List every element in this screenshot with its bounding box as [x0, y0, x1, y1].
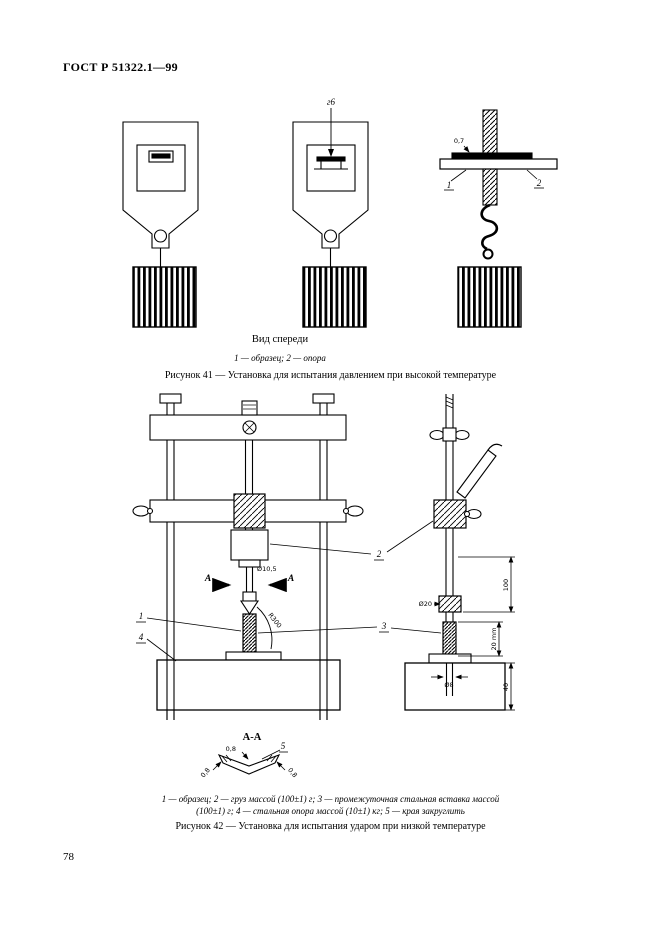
- section-letter-right: А: [287, 574, 294, 584]
- callout-2-leader: [526, 169, 538, 180]
- dim-0-8-left-label: 0,8: [199, 766, 212, 779]
- impact-rig-front-view: [132, 393, 364, 720]
- pressure-device-side-view: [439, 109, 558, 328]
- insert-plate: [225, 651, 282, 661]
- s-hook: [480, 203, 499, 251]
- figure42-drawing: 1 2 3 4 5 А А А-А Ø10,5 R300 Ø20 Ø8 100 …: [132, 393, 515, 779]
- hook-loop: [482, 248, 494, 260]
- callout-2-label: 2: [537, 178, 542, 188]
- callout-3-label: 3: [381, 621, 387, 631]
- callout-1-label: 1: [447, 180, 452, 190]
- wing-nut: [346, 505, 364, 517]
- sample-bar: [242, 613, 257, 653]
- column-nut: [312, 393, 335, 404]
- callout-5-label: 5: [281, 741, 286, 751]
- handle-hook: [487, 443, 503, 451]
- falling-weight: [230, 529, 269, 561]
- column-nut: [159, 393, 182, 404]
- dim-20mm-label: 20 mm: [490, 627, 498, 650]
- callout-1-label: 1: [139, 611, 144, 621]
- dim-0-8-right-label: 0,8: [286, 766, 299, 779]
- support-plate: [439, 158, 558, 170]
- dia-10-5-label: Ø10,5: [257, 565, 277, 573]
- callout-leaders: [136, 520, 442, 760]
- wing-nut: [454, 429, 470, 441]
- callout-2-label: 2: [377, 549, 382, 559]
- figure41-drawing: г6 0,7 1 2: [122, 97, 558, 328]
- figure42-legend-line1: 1 — образец; 2 — груз массой (100±1) г; …: [161, 794, 500, 804]
- callout-1-leader: [450, 169, 467, 182]
- sample-bar: [442, 621, 457, 657]
- impact-rig-side-view: [404, 394, 506, 711]
- dim-0-7-arrow: [463, 145, 470, 153]
- document-header: ГОСТ Р 51322.1—99: [63, 60, 178, 74]
- g6-arrowhead: [328, 149, 334, 157]
- insert-plate: [428, 653, 472, 664]
- figure41-view-label: Вид спереди: [251, 334, 309, 345]
- radius-arc: [256, 606, 273, 650]
- weight-block: [132, 266, 197, 328]
- weight-block: [302, 266, 367, 328]
- figure41-caption: Рисунок 41 — Установка для испытания дав…: [164, 370, 497, 381]
- dimension-lines: [212, 556, 515, 771]
- section-title: А-А: [243, 732, 262, 743]
- dim-0-7-label: 0,7: [454, 137, 464, 145]
- dia-20-label: Ø20: [419, 600, 432, 608]
- weight-collar: [238, 559, 261, 568]
- dim-100-label: 100: [502, 579, 510, 591]
- figure41-labels: г6 0,7 1 2: [327, 97, 542, 190]
- release-handle: [456, 449, 497, 499]
- upper-rod: [482, 109, 498, 156]
- radius-300-label: R300: [266, 611, 283, 629]
- figure42-legend-line2: (100±1) г; 4 — стальная опора массой (10…: [196, 806, 465, 816]
- wing-nut: [429, 429, 445, 441]
- dim-40-label: 40: [502, 683, 510, 691]
- pressure-device-front-loaded: [292, 108, 369, 328]
- dia-8-label: Ø8: [444, 681, 453, 689]
- figure42-caption: Рисунок 42 — Установка для испытания уда…: [175, 821, 486, 832]
- striker-holder: [242, 591, 257, 602]
- top-stud: [241, 400, 258, 416]
- figure41-legend: 1 — образец; 2 — опора: [234, 353, 326, 363]
- dim-0-8-top-label: 0,8: [226, 745, 236, 753]
- striker-cone: [239, 600, 260, 616]
- steel-base: [404, 662, 506, 711]
- g6-label: г6: [327, 97, 336, 107]
- weight-block: [457, 266, 522, 328]
- callout-4-label: 4: [139, 632, 144, 642]
- pressure-device-front-empty: [122, 121, 199, 328]
- lower-rod: [482, 168, 498, 206]
- wing-nut: [132, 505, 150, 517]
- page-number: 78: [63, 851, 74, 863]
- steel-base: [156, 659, 341, 711]
- section-a-a-detail: [217, 754, 281, 775]
- section-letter-left: А: [204, 574, 211, 584]
- sample-strip: [451, 152, 533, 160]
